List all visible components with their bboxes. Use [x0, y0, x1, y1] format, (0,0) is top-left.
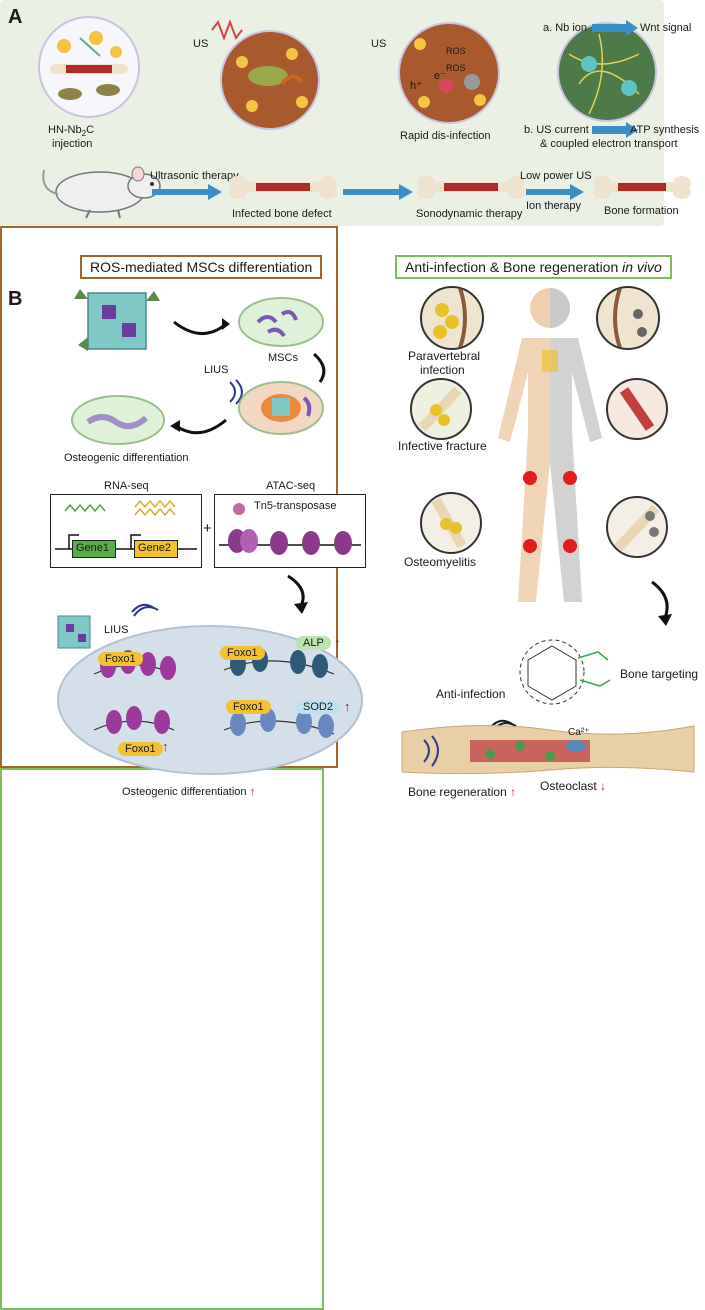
- foxo1-tag-a: Foxo1: [98, 652, 143, 666]
- osteogenic-diff-label: Osteogenic differentiation: [64, 452, 189, 464]
- foxo1-tag-b: Foxo1: [220, 646, 265, 660]
- us-label-2: US: [371, 38, 387, 50]
- bone-formation-label: Bone formation: [604, 205, 679, 217]
- wnt-signal-label: Wnt signal: [640, 22, 692, 34]
- lius-wave-icon-1: [229, 379, 243, 405]
- h-plus-label: h⁺: [410, 80, 422, 92]
- panel-b-letter: B: [8, 288, 23, 310]
- paravertebral-circle-right: [596, 286, 660, 350]
- foxo1-tag-d: Foxo1: [118, 742, 163, 756]
- bone-targeting-molecule: [519, 639, 611, 705]
- foxo1-up-arrow: ↑: [162, 739, 169, 754]
- alp-up-arrow: ↑: [334, 635, 341, 650]
- osteomyelitis-circle-right: [606, 496, 668, 558]
- rapid-disinfection-label: Rapid dis-infection: [400, 130, 491, 142]
- lius-label-1: LIUS: [204, 364, 229, 376]
- us-current-label: b. US current: [524, 124, 589, 136]
- infected-bone-circle: [220, 30, 320, 130]
- msc-dish: [238, 297, 324, 347]
- rapid-disinfection-circle: [398, 22, 500, 124]
- injection-label: HN-Nb2C: [48, 124, 95, 139]
- osteomyelitis-label: Osteomyelitis: [404, 555, 477, 569]
- nanosheet-cube: [74, 289, 160, 351]
- osteogenic-dish: [71, 395, 165, 445]
- paravertebral-label-1: Paravertebral: [408, 349, 481, 363]
- regenerating-bone: [401, 724, 695, 775]
- human-body: [498, 288, 602, 602]
- us-current-arrow: [592, 122, 638, 138]
- fracture-circle-right: [606, 378, 668, 440]
- foxo1-tag-c: Foxo1: [226, 700, 271, 714]
- mscs-label: MSCs: [268, 352, 298, 364]
- gene1-box: [72, 540, 116, 558]
- tn5-label: Tn5-transposase: [254, 500, 337, 512]
- alp-tag: ALP: [296, 636, 331, 650]
- injection-circle: [38, 16, 140, 118]
- fracture-circle-left: [410, 378, 472, 440]
- us-wave-icon: [211, 19, 243, 41]
- small-cube-icon: [57, 615, 91, 649]
- mouse-illustration: [42, 166, 161, 219]
- infective-fracture-label: Infective fracture: [398, 439, 487, 453]
- injection-label-line3: injection: [52, 138, 93, 150]
- low-power-us-label: Low power US: [520, 170, 592, 182]
- bone-regeneration-label: Bone regeneration ↑: [408, 785, 517, 799]
- nb-ion-label: a. Nb ion: [543, 22, 588, 34]
- us-label-1: US: [193, 38, 209, 50]
- left-panel-title: ROS-mediated MSCs differentiation: [80, 255, 323, 279]
- ultrasonic-therapy-label: Ultrasonic therapy: [150, 170, 239, 182]
- sod2-up-arrow: ↑: [344, 699, 351, 714]
- curved-arrow-1: [173, 318, 230, 335]
- lius-wave-icon-2: [131, 603, 159, 617]
- atac-seq-box: [214, 494, 366, 568]
- osteomyelitis-circle-left: [420, 492, 482, 554]
- curved-arrow-5: [651, 580, 672, 626]
- osteogenic-diff-bottom-label: Osteogenic differentiation ↑: [122, 786, 256, 798]
- e-minus-label: e⁻: [434, 70, 446, 82]
- formed-bone: [593, 176, 691, 199]
- atac-seq-label: ATAC-seq: [266, 480, 316, 492]
- sonodynamic-therapy-label: Sonodynamic therapy: [416, 208, 523, 220]
- infected-bone-defect-label: Infected bone defect: [232, 208, 332, 220]
- treated-dish: [238, 381, 324, 435]
- paravertebral-circle-left: [420, 286, 484, 350]
- ca2-label: Ca²⁺: [568, 727, 590, 738]
- ion-therapy-label: Ion therapy: [526, 200, 582, 212]
- curved-arrow-3: [170, 418, 227, 435]
- bone-targeting-label: Bone targeting: [620, 667, 699, 681]
- anti-infection-label: Anti-infection: [436, 687, 506, 701]
- gene1-label: Gene1: [76, 542, 110, 554]
- right-panel-box: [0, 768, 324, 1310]
- plus-label: +: [203, 520, 212, 537]
- ros-label-1: ROS: [446, 46, 466, 56]
- rna-seq-label: RNA-seq: [104, 480, 149, 492]
- gene2-box: [134, 540, 178, 558]
- curved-arrow-4: [287, 574, 308, 614]
- lius-label-2: LIUS: [104, 624, 129, 636]
- gene2-label: Gene2: [138, 542, 172, 554]
- arrow-3: [526, 184, 584, 200]
- right-panel-title: Anti-infection & Bone regeneration in vi…: [395, 255, 672, 279]
- nb-ion-arrow: [592, 20, 638, 36]
- panel-a-letter: A: [8, 6, 23, 28]
- curved-arrow-2: [312, 352, 326, 383]
- sonodynamic-bone: [417, 176, 525, 199]
- bone-formation-circle: [557, 22, 657, 122]
- coupled-electron-label: & coupled electron transport: [540, 138, 678, 150]
- paravertebral-label-2: infection: [420, 363, 465, 377]
- atp-synthesis-label: ATP synthesis: [630, 124, 700, 136]
- ros-label-2: ROS: [446, 63, 466, 73]
- infected-bone: [229, 176, 337, 199]
- osteoclast-label: Osteoclast ↓: [540, 779, 607, 793]
- sod2-tag: SOD2: [296, 700, 340, 714]
- arrow-2: [343, 184, 413, 200]
- arrow-1: [152, 184, 222, 200]
